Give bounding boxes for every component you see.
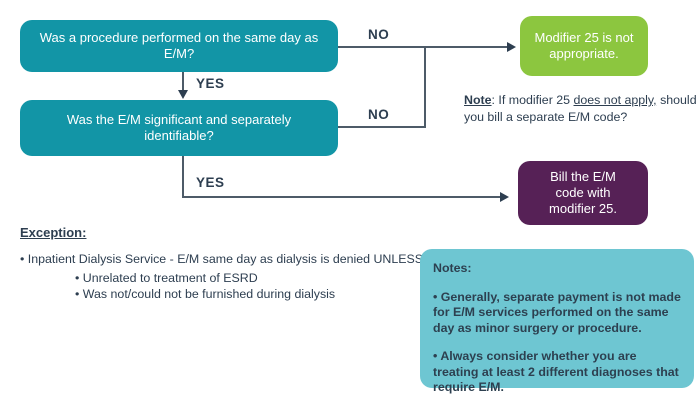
- notes-bullet: • Always consider whether you are treati…: [433, 349, 679, 394]
- connector-yes2-horizontal-line: [182, 196, 502, 198]
- connector-no-vertical-line: [424, 46, 426, 128]
- notes-heading: Notes:: [433, 261, 472, 275]
- edge-label-no2: NO: [368, 107, 390, 122]
- note-label: Note: [464, 93, 492, 107]
- edge-label-yes1: YES: [196, 76, 225, 91]
- exception-sub-bullet: • Unrelated to treatment of ESRD: [75, 271, 258, 285]
- outcome-not-appropriate-box: Modifier 25 is not appropriate.: [520, 16, 648, 76]
- edge-label-yes2: YES: [196, 175, 225, 190]
- connector-yes1-line: [182, 72, 184, 91]
- outcome-bill-box: Bill the E/M code with modifier 25.: [518, 161, 648, 225]
- outcome-not-appropriate-text: Modifier 25 is not appropriate.: [534, 30, 634, 61]
- flow-question-2-box: Was the E/M significant and separately i…: [20, 100, 338, 156]
- note-underlined-phrase: does not apply,: [573, 93, 657, 107]
- outcome-bill-text: Bill the E/M code with modifier 25.: [549, 169, 617, 216]
- arrow-right-yes2-icon: [500, 192, 509, 202]
- note-text: Note: If modifier 25 does not apply, sho…: [464, 92, 700, 126]
- exception-sub-bullet: • Was not/could not be furnished during …: [75, 287, 336, 301]
- flow-question-2-text: Was the E/M significant and separately i…: [66, 112, 292, 143]
- note-mid: : If modifier 25: [491, 93, 574, 107]
- exception-bullet: • Inpatient Dialysis Service - E/M same …: [20, 252, 427, 266]
- flow-question-1-text: Was a procedure performed on the same da…: [39, 30, 319, 61]
- edge-label-no1: NO: [368, 27, 390, 42]
- arrow-right-no1-icon: [507, 42, 516, 52]
- notes-panel: Notes: • Generally, separate payment is …: [420, 249, 694, 394]
- connector-no2-line: [338, 126, 426, 128]
- note-end: should you bill a separate E/M code?: [464, 93, 697, 124]
- exception-section: Exception: • Inpatient Dialysis Service …: [20, 225, 430, 303]
- flow-question-1-box: Was a procedure performed on the same da…: [20, 20, 338, 72]
- notes-bullet: • Generally, separate payment is not mad…: [433, 289, 681, 335]
- exception-heading: Exception:: [20, 225, 87, 240]
- arrow-down-yes1-icon: [178, 90, 188, 99]
- connector-yes2-vertical-line: [182, 156, 184, 198]
